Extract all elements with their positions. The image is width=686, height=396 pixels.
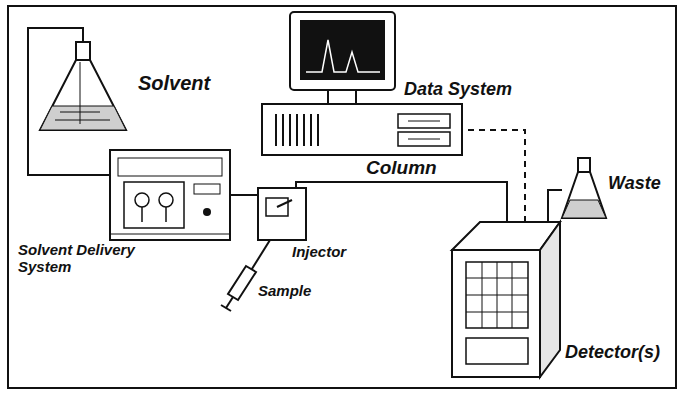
injector-housing: [258, 188, 306, 240]
injector-unit: Injector: [258, 188, 306, 240]
pump-panel: [118, 158, 222, 176]
vent-slot: [317, 114, 319, 146]
pump-display: [194, 184, 220, 194]
drive-slot: [408, 139, 440, 140]
detector-door: [466, 338, 528, 364]
detector-side: [540, 222, 560, 377]
injector-handle: [277, 200, 292, 207]
edge-label: Column: [364, 158, 439, 179]
node-label: Waste: [608, 174, 661, 194]
computer-case: [262, 104, 462, 155]
signal-cable: [462, 130, 525, 222]
disk-drive: [398, 132, 450, 146]
tubing-line: [548, 190, 562, 222]
monitor-stand: [328, 90, 356, 104]
pump-head-panel: [124, 182, 184, 228]
flask-neck: [578, 158, 590, 172]
solvent-flask: [40, 60, 126, 130]
pump-base: [110, 234, 230, 235]
liquid-hatch: [55, 120, 110, 121]
solvent-liquid: [40, 106, 126, 130]
pump-tube: [165, 207, 167, 222]
pump-head: [159, 193, 173, 207]
vent-slot: [303, 114, 305, 146]
node-label: Solvent Delivery System: [18, 242, 168, 275]
drive-slot: [408, 121, 440, 122]
vent-slots: [276, 114, 318, 146]
grid-line: [512, 262, 513, 328]
tubing-line: [230, 194, 258, 196]
disk-drive: [398, 114, 450, 128]
solvent-reservoir: Solvent: [38, 42, 128, 132]
grid-line: [482, 262, 483, 328]
vent-slot: [310, 114, 312, 146]
tubing-line: [28, 28, 110, 175]
frame: [8, 6, 676, 388]
data-system-unit: Data System: [262, 12, 462, 155]
vent-slot: [275, 114, 277, 146]
monitor: [290, 12, 395, 90]
flask-neck: [76, 42, 90, 60]
detector-keypad: [466, 262, 528, 328]
node-label: Solvent: [138, 72, 210, 94]
syringe-plunger: [221, 305, 231, 311]
vent-slot: [282, 114, 284, 146]
part-label: Sample: [258, 283, 311, 300]
tubing-line: [296, 182, 507, 222]
syringe-barrel: [228, 266, 256, 300]
waste-reservoir: Waste: [562, 158, 606, 218]
monitor-screen: [300, 20, 385, 80]
node-label: Data System: [404, 80, 512, 100]
syringe-needle: [250, 240, 270, 272]
pump-tube: [141, 207, 143, 222]
vent-slot: [296, 114, 298, 146]
waste-liquid: [562, 200, 606, 218]
waste-flask: [562, 172, 606, 218]
pump-knob: [203, 208, 211, 216]
node-label: Injector: [292, 244, 346, 261]
solvent-pump: Solvent Delivery System: [110, 150, 230, 240]
pump-head: [135, 193, 149, 207]
detector-front: [452, 250, 540, 377]
keypad-grid: [466, 262, 528, 328]
pump-housing: [110, 150, 230, 240]
chromatogram: [306, 40, 380, 72]
vent-slot: [289, 114, 291, 146]
inlet-tube: [80, 62, 81, 124]
node-label: Detector(s): [565, 343, 660, 363]
grid-line: [497, 262, 498, 328]
syringe-plunger: [226, 297, 233, 308]
detector-unit: Detector(s): [452, 222, 560, 377]
